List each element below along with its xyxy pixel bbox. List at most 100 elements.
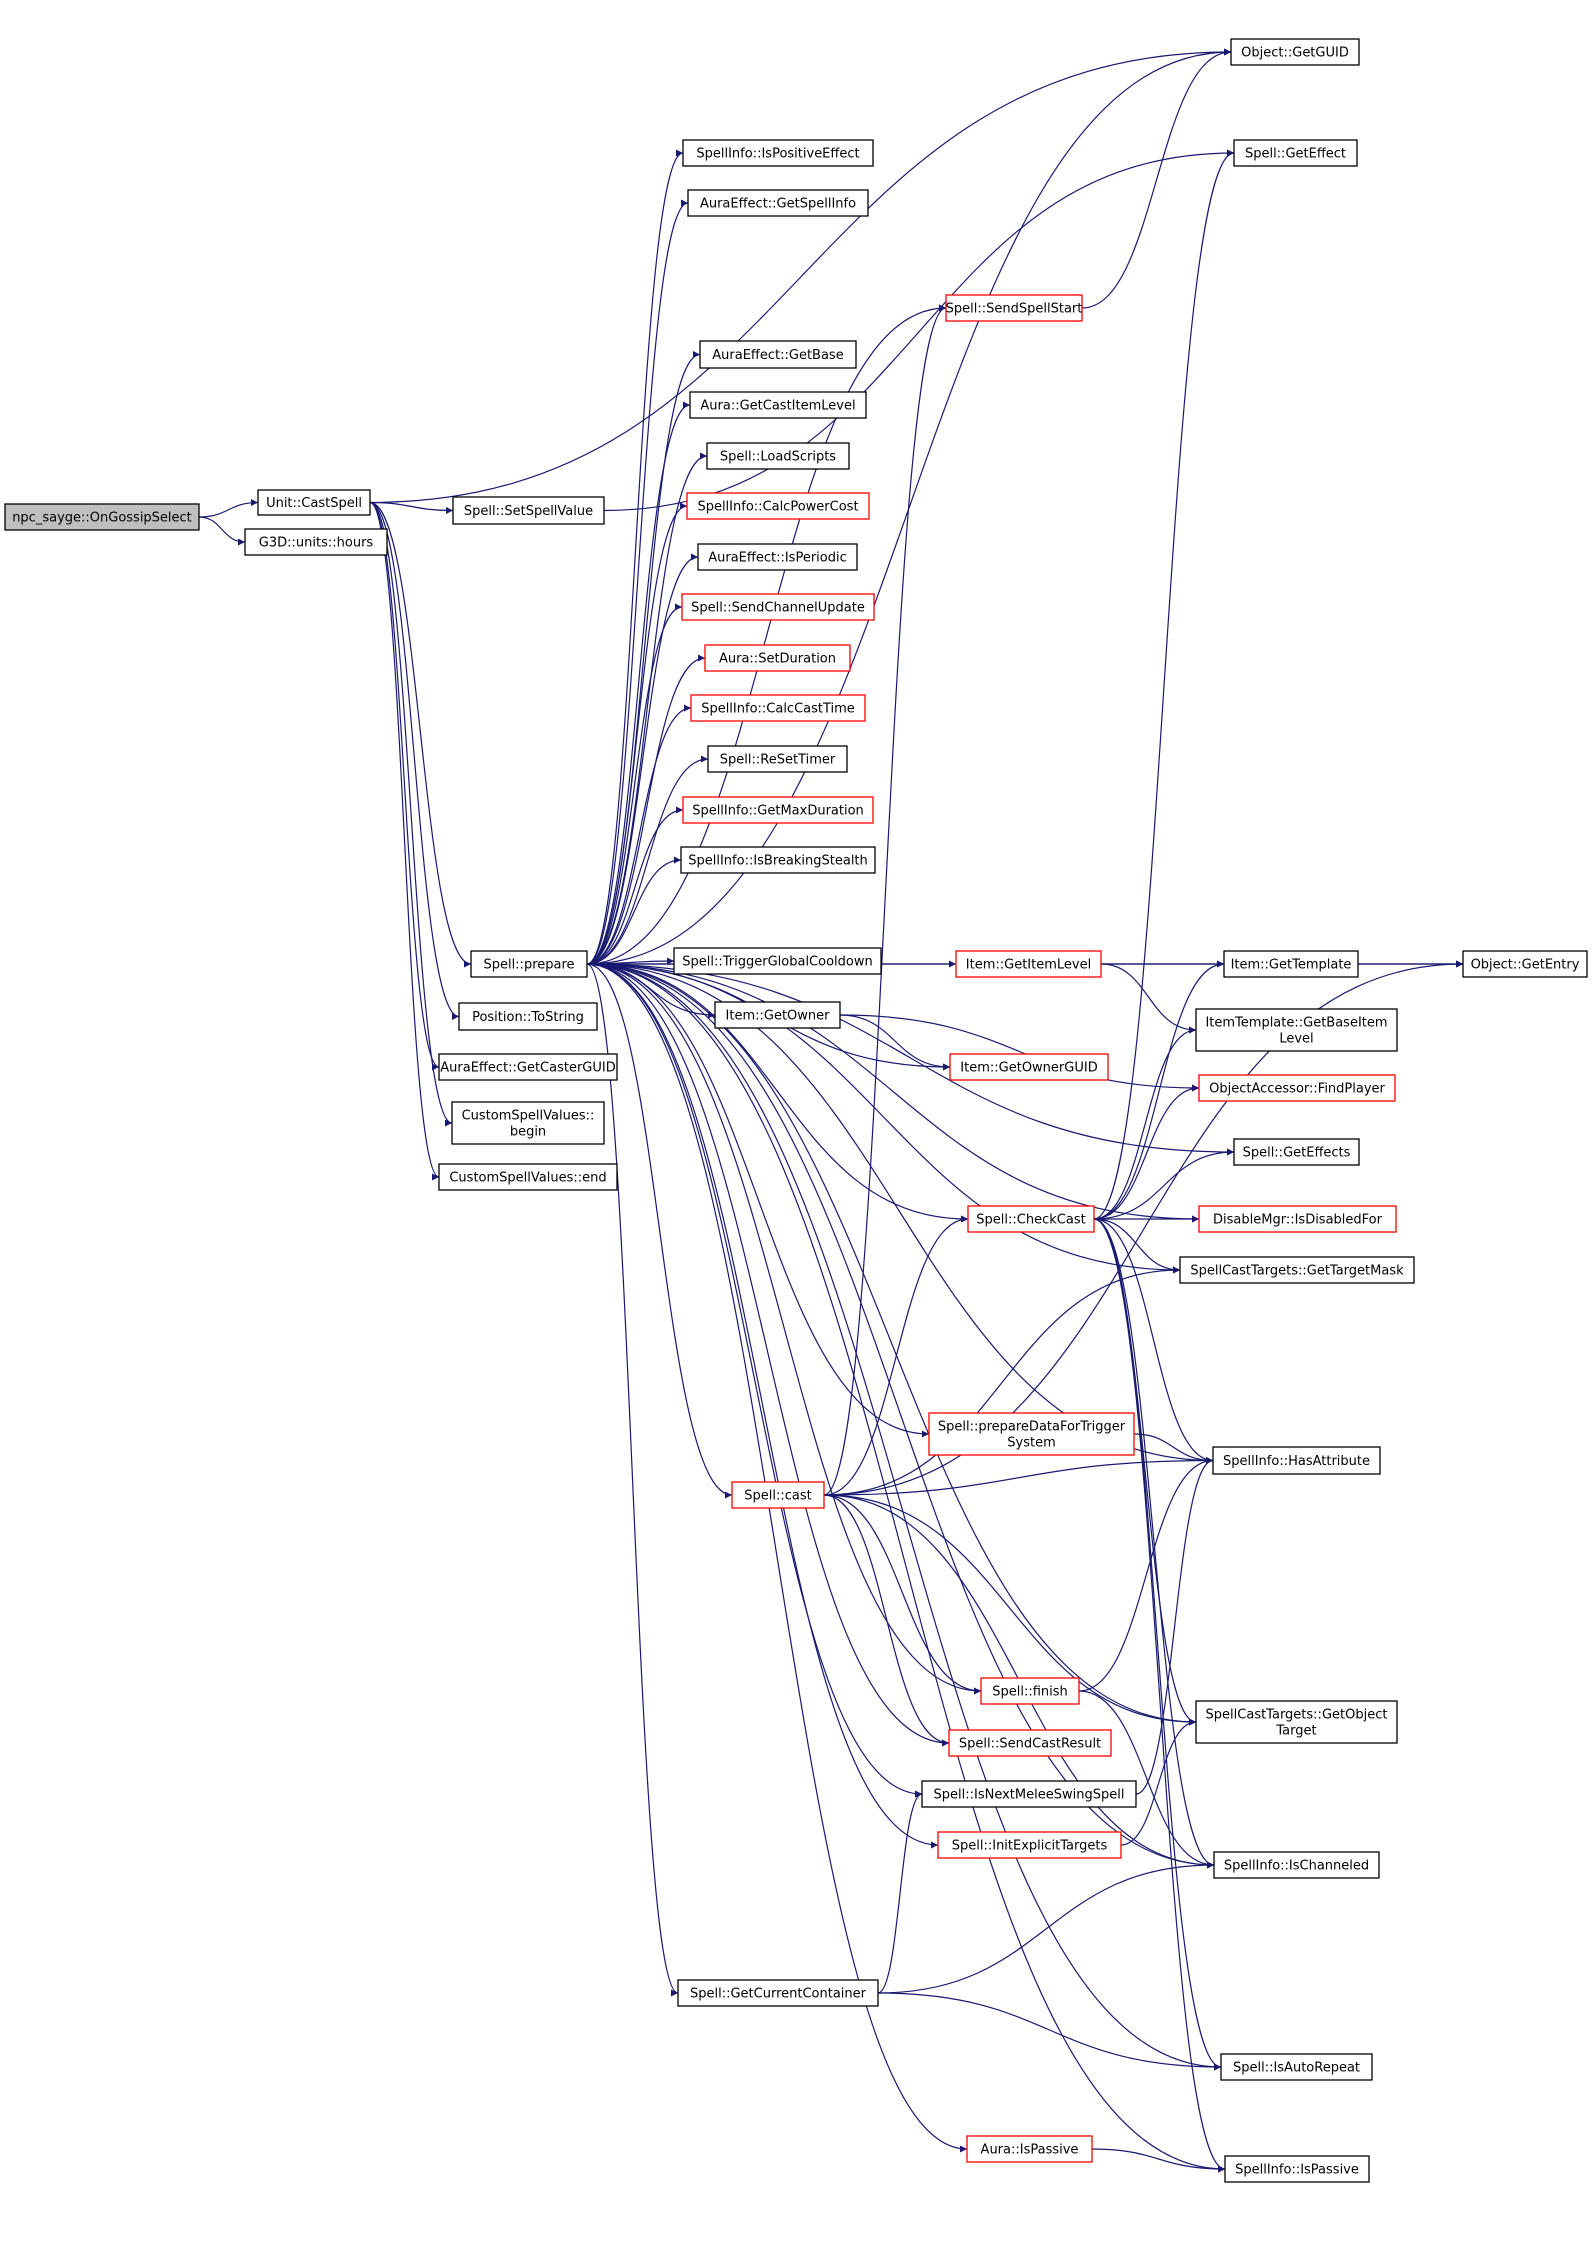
node-label: ObjectAccessor::FindPlayer [1209,1082,1385,1097]
node-spellinfo_ispositiveeffect[interactable]: SpellInfo::IsPositiveEffect [682,139,874,167]
node-spellinfo_hasattribute[interactable]: SpellInfo::HasAttribute [1212,1446,1381,1475]
node-aura_getcastitemlevel[interactable]: Aura::GetCastItemLevel [689,391,867,419]
node-item_gettemplate[interactable]: Item::GetTemplate [1223,950,1359,978]
node-auraeffect_getcasterguid[interactable]: AuraEffect::GetCasterGUID [438,1053,618,1081]
node-box [980,1677,1080,1705]
node-label: Spell::GetEffect [1245,147,1346,162]
node-label: Spell::LoadScripts [720,450,836,465]
node-spell_triggerglobalcooldown[interactable]: Spell::TriggerGlobalCooldown [673,947,882,975]
node-label: Spell::IsAutoRepeat [1233,2061,1360,2076]
node-position_tostring[interactable]: Position::ToString [458,1002,598,1031]
node-label: Aura::IsPassive [981,2143,1079,2158]
edge-spell_prepare-to-aura_setduration [586,654,706,965]
node-label: Object::GetGUID [1241,46,1349,61]
node-label: Level [1279,1032,1313,1047]
edge-spell_finish-to-spellinfo_hasattribute [1078,1457,1214,1692]
node-label: begin [510,1125,546,1140]
node-box [452,496,605,525]
edge-spell_checkcast-to-spell_isautorepeat [1093,1218,1222,2071]
node-auraeffect_getspellinfo[interactable]: AuraEffect::GetSpellInfo [687,189,869,217]
node-box [690,694,866,722]
node-label: DisableMgr::IsDisabledFor [1213,1213,1383,1228]
node-box [955,950,1102,978]
node-spell_geteffects[interactable]: Spell::GetEffects [1233,1138,1360,1166]
node-box [937,1831,1122,1859]
edge-spell_prepare-to-spellinfo_calcpowercost [586,502,688,965]
node-box [458,1002,598,1031]
node-label: AuraEffect::GetSpellInfo [700,197,856,212]
edge-spell_prepare-to-spell_sendspellstart [586,304,947,965]
edge-spell_prepare-to-spell_getcurrentcontainer [586,963,679,1997]
node-box [1213,1851,1380,1879]
node-aura_setduration[interactable]: Aura::SetDuration [704,644,851,672]
node-customspellvalues_end[interactable]: CustomSpellValues::end [438,1163,618,1191]
edge-spell_prepare-to-spell_sendchannelupdate [586,603,683,965]
node-label: Unit::CastSpell [266,496,362,511]
node-spellcasttargets_gettargetmask[interactable]: SpellCastTargets::GetTargetMask [1179,1256,1415,1284]
node-spell_isnextmeleeswingspell[interactable]: Spell::IsNextMeleeSwingSpell [921,1780,1137,1808]
edge-spell_sendspellstart-to-object_getguid [1081,48,1232,309]
node-spellinfo_isbreakingstealth[interactable]: SpellInfo::IsBreakingStealth [680,846,876,874]
node-box [706,442,850,470]
node-box [681,593,875,621]
node-spell_cast[interactable]: Spell::cast [731,1481,825,1509]
node-box [686,492,870,520]
node-item_getownerguid[interactable]: Item::GetOwnerGUID [949,1053,1109,1081]
node-object_getentry[interactable]: Object::GetEntry [1462,950,1588,978]
node-objectaccessor_findplayer[interactable]: ObjectAccessor::FindPlayer [1198,1074,1396,1102]
node-spell_prepare[interactable]: Spell::prepare [470,950,588,978]
node-box [680,846,876,874]
edge-spell_initexplicittargets-to-spellcasttargets_getobjecttarget [1120,1718,1197,1846]
node-g3d_hours[interactable]: G3D::units::hours [244,528,388,556]
node-box [1233,139,1358,167]
node-item_getitemlevel[interactable]: Item::GetItemLevel [955,950,1102,978]
node-spell_initexplicittargets[interactable]: Spell::InitExplicitTargets [937,1831,1122,1859]
node-box [673,947,882,975]
node-label: Spell::CheckCast [976,1213,1085,1228]
node-spellinfo_ischanneled[interactable]: SpellInfo::IsChanneled [1213,1851,1380,1879]
node-auraeffect_getbase[interactable]: AuraEffect::GetBase [699,340,857,369]
node-aura_ispassive[interactable]: Aura::IsPassive [966,2135,1093,2163]
node-spell_loadscripts[interactable]: Spell::LoadScripts [706,442,850,470]
node-spell_setspellvalue[interactable]: Spell::SetSpellValue [452,496,605,525]
node-spellinfo_calccasttime[interactable]: SpellInfo::CalcCastTime [690,694,866,722]
node-auraeffect_isperiodic[interactable]: AuraEffect::IsPeriodic [697,543,858,571]
node-spellinfo_getmaxduration[interactable]: SpellInfo::GetMaxDuration [682,796,874,824]
node-label: Spell::cast [744,1489,811,1504]
node-spell_checkcast[interactable]: Spell::CheckCast [967,1205,1095,1233]
node-spell_sendspellstart[interactable]: Spell::SendSpellStart [945,294,1083,322]
node-spell_geteffect[interactable]: Spell::GetEffect [1233,139,1358,167]
edge-spell_prepare-to-auraeffect_getspellinfo [586,199,689,965]
node-label: Spell::SendSpellStart [946,302,1083,317]
node-label: Spell::SetSpellValue [464,504,593,519]
node-spellinfo_ispassive[interactable]: SpellInfo::IsPassive [1224,2155,1370,2183]
node-npc_sayge[interactable]: npc_sayge::OnGossipSelect [4,503,200,531]
node-spell_sendchannelupdate[interactable]: Spell::SendChannelUpdate [681,593,875,621]
node-spell_getcurrentcontainer[interactable]: Spell::GetCurrentContainer [677,1979,879,2007]
node-label: SpellCastTargets::GetObject [1206,1708,1388,1723]
node-box [1230,38,1360,66]
node-spell_sendcastresult[interactable]: Spell::SendCastResult [948,1729,1112,1757]
node-label: ItemTemplate::GetBaseItem [1205,1016,1387,1031]
node-object_getguid[interactable]: Object::GetGUID [1230,38,1360,66]
edge-spell_prepare-to-spell_isautorepeat [586,963,1222,2071]
node-spell_finish[interactable]: Spell::finish [980,1677,1080,1705]
node-spell_resettimer[interactable]: Spell::ReSetTimer [707,745,848,773]
node-disablemgr_isdisabledfor[interactable]: DisableMgr::IsDisabledFor [1198,1205,1397,1233]
edge-spell_prepare-to-spellinfo_ispassive [586,963,1226,2173]
node-label: System [1007,1436,1055,1451]
edge-spell_cast-to-object_getentry [823,960,1464,1496]
node-customspellvalues_begin[interactable]: CustomSpellValues::begin [451,1101,605,1145]
node-label: Aura::GetCastItemLevel [700,399,855,414]
node-item_getowner[interactable]: Item::GetOwner [714,1001,841,1029]
node-box [1462,950,1588,978]
node-unit_castspell[interactable]: Unit::CastSpell [257,489,371,516]
node-label: CustomSpellValues:: [462,1109,595,1124]
node-label: SpellInfo::IsPassive [1235,2163,1359,2178]
node-spell_isautorepeat[interactable]: Spell::IsAutoRepeat [1220,2053,1373,2081]
node-spellinfo_calcpowercost[interactable]: SpellInfo::CalcPowerCost [686,492,870,520]
node-label: SpellInfo::CalcPowerCost [697,500,858,515]
